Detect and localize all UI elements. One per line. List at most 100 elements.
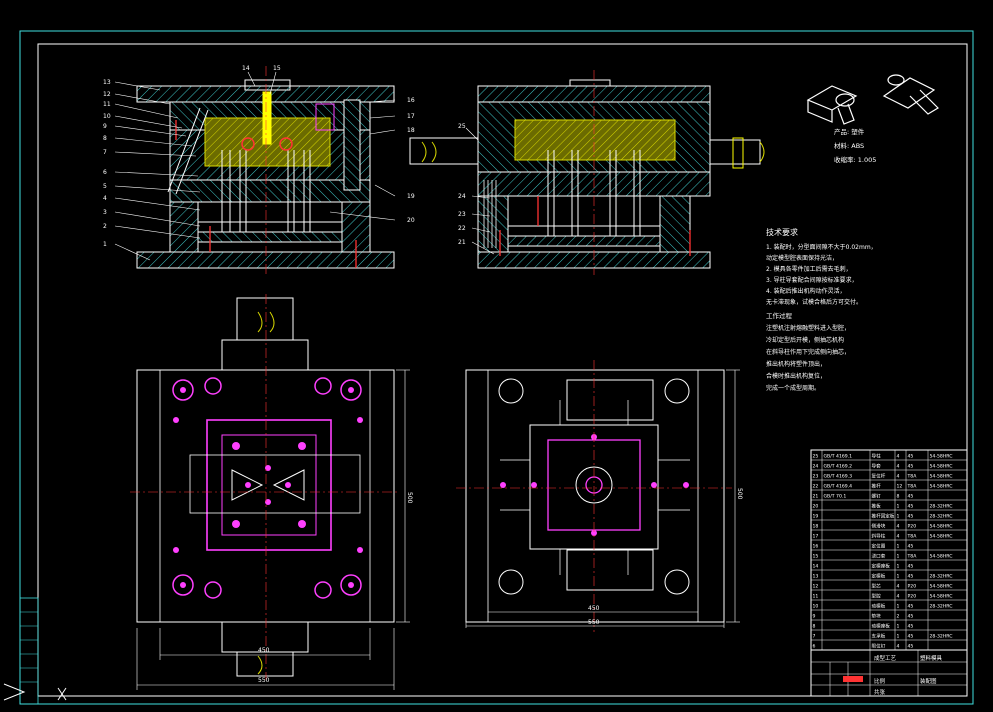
product-isometric xyxy=(806,74,939,125)
svg-text:3. 导柱导套配合间隙按标准要求，: 3. 导柱导套配合间隙按标准要求， xyxy=(766,276,858,284)
svg-text:收缩率: 1.005: 收缩率: 1.005 xyxy=(834,155,876,164)
bom-cell: 54-58HRC xyxy=(930,594,953,600)
bom-cell: GB/T 4169.2 xyxy=(824,464,853,470)
callout-label: 8 xyxy=(103,135,107,142)
bom-cell: 限位钉 xyxy=(872,643,886,650)
bom-cell: 19 xyxy=(813,514,819,520)
callout-label: 10 xyxy=(103,113,111,120)
callout-label: 5 xyxy=(103,183,107,190)
bom-cell: T8A xyxy=(907,474,918,480)
tech-requirements-title: 技术要求 xyxy=(766,227,798,237)
bom-cell: GB/T 4169.4 xyxy=(824,484,853,490)
callout-label: 7 xyxy=(103,149,107,156)
callout-label: 3 xyxy=(103,209,107,216)
svg-text:推出机构将塑件顶出，: 推出机构将塑件顶出， xyxy=(766,360,826,368)
svg-text:产品: 塑件: 产品: 塑件 xyxy=(834,127,865,136)
bom-cell: 10 xyxy=(813,604,819,610)
callout-label: 14 xyxy=(242,65,250,72)
callout-label: 13 xyxy=(103,79,111,86)
callout-label: 2 xyxy=(103,223,107,230)
school-name: 成型工艺 xyxy=(874,654,897,662)
callout-label: 16 xyxy=(407,97,415,104)
bom-cell: 4 xyxy=(897,524,900,530)
dim-label: 450 xyxy=(588,605,600,612)
callout-label: 15 xyxy=(273,65,281,72)
bom-cell: 6 xyxy=(813,644,816,650)
bom-cell: 4 xyxy=(897,464,900,470)
callout-label: 17 xyxy=(407,113,415,120)
section-view-a: 13 12 11 10 9 8 7 6 5 4 3 2 1 14 15 16 1… xyxy=(103,65,415,275)
bom-cell: GB/T 4169.1 xyxy=(824,454,853,460)
callout-label: 4 xyxy=(103,195,107,202)
bom-cell: 8 xyxy=(813,624,816,630)
bom-cell: 推板 xyxy=(872,503,882,510)
bom-cell: 4 xyxy=(897,594,900,600)
bom-cell: 侧滑块 xyxy=(872,523,886,530)
bom-cell: 4 xyxy=(897,584,900,590)
bom-cell: 4 xyxy=(897,534,900,540)
svg-text:注塑机注射熔融塑料进入型腔，: 注塑机注射熔融塑料进入型腔， xyxy=(766,324,850,332)
bom-cell: 28-32HRC xyxy=(930,574,953,580)
technical-requirements: 技术要求 1. 装配时，分型面间隙不大于0.02mm， 动定模型腔表面保持光洁，… xyxy=(766,227,877,306)
bom-cell: 1 xyxy=(897,554,900,560)
callout-label: 22 xyxy=(458,225,466,232)
bom-cell: 28-32HRC xyxy=(930,514,953,520)
svg-text:合模时推出机构复位，: 合模时推出机构复位， xyxy=(766,372,826,380)
bom-cell: 16 xyxy=(813,544,819,550)
bom-cell: 1 xyxy=(897,624,900,630)
bom-cell: 导套 xyxy=(872,463,882,470)
bom-cell: 25 xyxy=(813,454,819,460)
bom-cell: 支承板 xyxy=(872,633,886,640)
bom-cell: T8A xyxy=(907,534,918,540)
drawing-name: 装配图 xyxy=(920,677,937,685)
bom-cell: 54-58HRC xyxy=(930,534,953,540)
callout-label: 24 xyxy=(458,193,466,200)
bom-cell: T8A xyxy=(907,484,918,490)
callout-label: 21 xyxy=(458,239,466,246)
bom-cell: 54-58HRC xyxy=(930,554,953,560)
callout-label: 23 xyxy=(458,211,466,218)
bom-cell: 型芯 xyxy=(872,583,882,590)
bom-cell: T8A xyxy=(907,554,918,560)
bom-cell: 1 xyxy=(897,574,900,580)
bom-cell: 动模板 xyxy=(872,603,886,610)
callout-label: 6 xyxy=(103,169,107,176)
drawing-frame xyxy=(19,30,974,705)
callout-label: 9 xyxy=(103,123,107,130)
bom-cell: 8 xyxy=(897,494,900,500)
bom-cell: 1 xyxy=(897,544,900,550)
bom-cell: 45 xyxy=(908,614,914,620)
bom-cell: 1 xyxy=(897,514,900,520)
bom-cell: 7 xyxy=(813,634,816,640)
svg-text:1. 装配时，分型面间隙不大于0.02mm，: 1. 装配时，分型面间隙不大于0.02mm， xyxy=(766,243,877,251)
bom-cell: 45 xyxy=(908,624,914,630)
bom-cell: 45 xyxy=(908,514,914,520)
plan-view-moving-half: 450 550 500 xyxy=(130,294,413,690)
callout-label: 1 xyxy=(103,241,107,248)
bom-cell: 4 xyxy=(897,454,900,460)
bom-cell: 23 xyxy=(813,474,819,480)
svg-text:动定模型腔表面保持光洁，: 动定模型腔表面保持光洁， xyxy=(766,254,838,262)
bom-cell: 推杆 xyxy=(872,483,882,490)
bom-cell: 45 xyxy=(908,574,914,580)
bom-cell: 28-32HRC xyxy=(930,504,953,510)
bom-cell: GB/T 4169.3 xyxy=(824,474,853,480)
title-block: 塑料模具 装配图 成型工艺 比例 共张 xyxy=(810,649,968,697)
bom-cell: 1 xyxy=(897,504,900,510)
bom-cell: 54-58HRC xyxy=(930,524,953,530)
dim-label: 500 xyxy=(406,492,413,504)
bom-cell: 21 xyxy=(813,494,819,500)
bom-cell: 18 xyxy=(813,524,819,530)
callout-label: 19 xyxy=(407,193,415,200)
bom-cell: 17 xyxy=(813,534,819,540)
svg-text:无卡滞现象，试模合格后方可交付。: 无卡滞现象，试模合格后方可交付。 xyxy=(766,298,862,306)
sheet-label: 共张 xyxy=(874,688,886,696)
bom-cell: 20 xyxy=(813,504,819,510)
svg-text:冷却定型后开模，侧抽芯机构: 冷却定型后开模，侧抽芯机构 xyxy=(766,336,844,344)
dim-label: 550 xyxy=(258,677,270,684)
svg-text:2. 模具各零件加工后需去毛刺，: 2. 模具各零件加工后需去毛刺， xyxy=(766,265,852,273)
plan-view-fixed-half: 450 550 500 xyxy=(456,360,743,632)
bom-cell: 垫块 xyxy=(872,613,882,620)
bom-cell: 45 xyxy=(908,644,914,650)
